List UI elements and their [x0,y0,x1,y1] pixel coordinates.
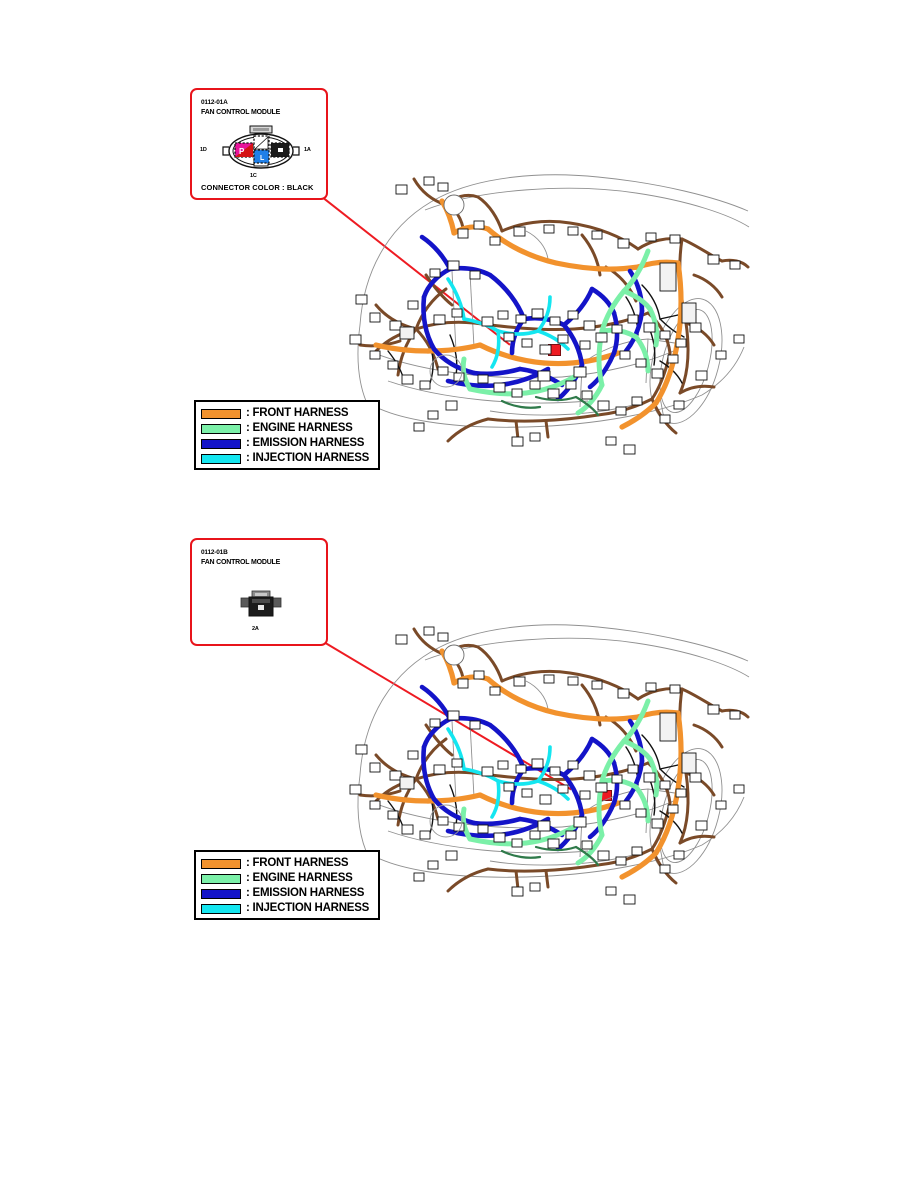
legend-swatch-engine-harness [201,423,241,434]
connector-pin-label-2a: 2A [252,626,259,632]
legend-bottom: : FRONT HARNESS : ENGINE HARNESS : EMISS… [194,850,380,920]
legend-swatch-engine-harness [201,873,241,884]
legend-swatch-front-harness [201,858,241,869]
legend-label-engine-harness: : ENGINE HARNESS [246,872,353,884]
svg-text:P: P [239,147,245,156]
callout-code-bottom: 0112-01B [201,549,228,556]
connector-diagram-top: L P [222,125,300,169]
legend-label-front-harness: : FRONT HARNESS [246,857,349,869]
connector-diagram-bottom [240,590,282,617]
legend-item: : EMISSION HARNESS [201,436,373,451]
connector-color-label-top: CONNECTOR COLOR : BLACK [201,183,314,192]
legend-label-front-harness: : FRONT HARNESS [246,407,349,419]
connector-pin-label-1c: 1C [250,173,257,179]
callout-code-top: 0112-01A [201,99,228,106]
callout-title-bottom: FAN CONTROL MODULE [201,559,281,566]
callout-box-bottom: 0112-01B FAN CONTROL MODULE 2A [190,538,328,646]
legend-label-engine-harness: : ENGINE HARNESS [246,422,353,434]
legend-label-injection-harness: : INJECTION HARNESS [246,452,370,464]
legend-swatch-front-harness [201,408,241,419]
connector-pin-label-1a: 1A [304,147,311,153]
connector-pin-label-1d: 1D [200,147,207,153]
svg-text:L: L [260,155,265,162]
harness-illustration-top [349,174,750,455]
legend-label-emission-harness: : EMISSION HARNESS [246,887,365,899]
legend-item: : ENGINE HARNESS [201,421,373,436]
legend-item: : EMISSION HARNESS [201,886,373,901]
callout-box-top: 0112-01A FAN CONTROL MODULE L P 1D 1A 1C… [190,88,328,200]
legend-label-emission-harness: : EMISSION HARNESS [246,437,365,449]
legend-swatch-injection-harness [201,903,241,914]
legend-swatch-emission-harness [201,888,241,899]
legend-swatch-emission-harness [201,438,241,449]
legend-swatch-injection-harness [201,453,241,464]
harness-illustration-bottom [349,624,750,905]
legend-item: : FRONT HARNESS [201,856,373,871]
legend-top: : FRONT HARNESS : ENGINE HARNESS : EMISS… [194,400,380,470]
legend-item: : ENGINE HARNESS [201,871,373,886]
legend-label-injection-harness: : INJECTION HARNESS [246,902,370,914]
callout-title-top: FAN CONTROL MODULE [201,109,281,116]
legend-item: : FRONT HARNESS [201,406,373,421]
legend-item: : INJECTION HARNESS [201,451,373,466]
legend-item: : INJECTION HARNESS [201,901,373,916]
